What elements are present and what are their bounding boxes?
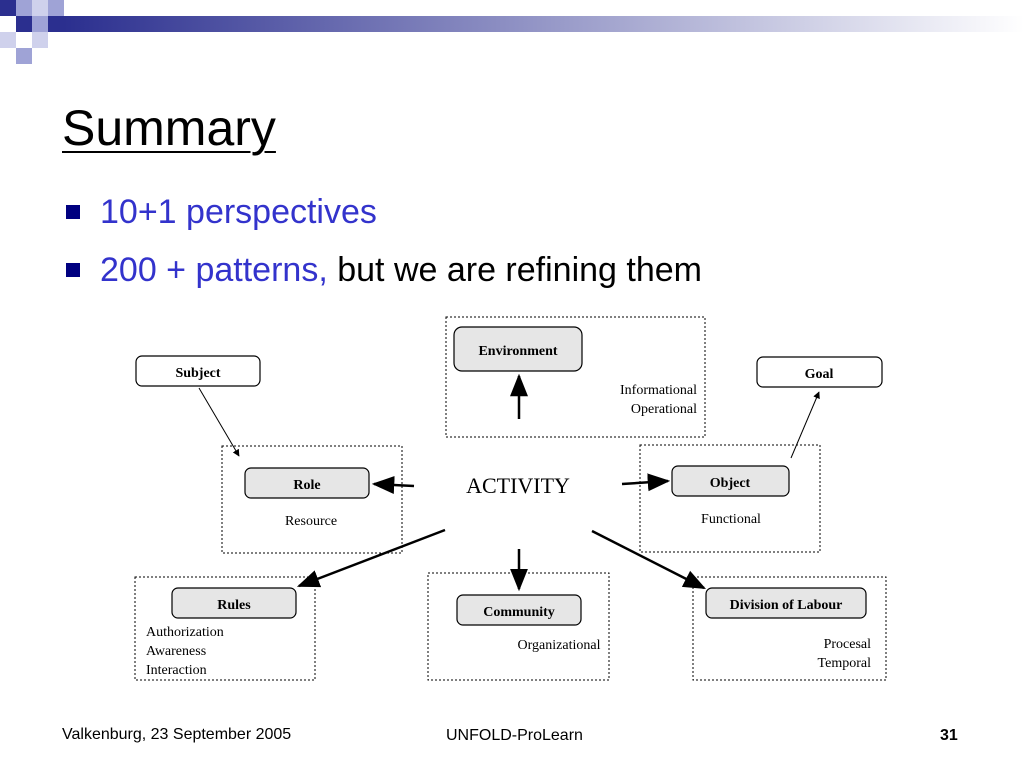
object-box bbox=[671, 465, 790, 497]
object-label: Object bbox=[710, 476, 751, 491]
activity-to-object-arrow bbox=[621, 473, 671, 492]
subject-box bbox=[135, 355, 261, 387]
footer-title: UNFOLD-ProLearn bbox=[446, 727, 583, 744]
role-box bbox=[244, 467, 370, 499]
subject-to-role-arrow bbox=[198, 387, 240, 457]
bullet-2-rest: but we are refining them bbox=[327, 251, 702, 289]
environment-label: Environment bbox=[478, 344, 557, 359]
activity-to-role-arrow bbox=[371, 476, 415, 495]
subject-label: Subject bbox=[175, 366, 220, 381]
community-note: Organizational bbox=[518, 638, 601, 653]
bullet-1-highlight: 10+1 perspectives bbox=[100, 193, 377, 231]
division-note-1: Procesal bbox=[824, 637, 872, 652]
object-frame bbox=[639, 444, 821, 553]
bullet-2-highlight: 200 + patterns, bbox=[100, 251, 328, 289]
bullet-square-icon bbox=[66, 263, 80, 277]
object-to-goal-arrow bbox=[790, 391, 820, 459]
goal-box bbox=[756, 356, 883, 388]
rules-note-3: Interaction bbox=[146, 663, 207, 678]
page-number: 31 bbox=[940, 727, 958, 744]
rules-note-1: Authorization bbox=[146, 625, 224, 640]
activity-label: ACTIVITY bbox=[466, 473, 570, 498]
community-box bbox=[456, 594, 582, 626]
slide-title: Summary bbox=[62, 100, 276, 156]
activity-to-rules-arrow bbox=[296, 528, 446, 588]
activity-to-division-arrow bbox=[591, 529, 707, 590]
environment-note-2: Operational bbox=[631, 402, 697, 417]
role-note: Resource bbox=[285, 514, 337, 529]
rules-box bbox=[171, 587, 297, 619]
community-frame bbox=[427, 572, 610, 681]
environment-frame bbox=[445, 316, 706, 438]
rules-note-2: Awareness bbox=[146, 644, 206, 659]
environment-note-1: Informational bbox=[620, 383, 697, 398]
division-frame bbox=[692, 576, 887, 681]
object-note: Functional bbox=[701, 512, 761, 527]
division-box bbox=[705, 587, 867, 619]
environment-box bbox=[453, 326, 583, 372]
corner-decoration bbox=[0, 0, 1024, 64]
rules-frame bbox=[134, 576, 316, 681]
bullet-square-icon bbox=[66, 205, 80, 219]
goal-label: Goal bbox=[805, 367, 834, 382]
footer-date: Valkenburg, 23 September 2005 bbox=[62, 726, 292, 743]
division-label: Division of Labour bbox=[730, 598, 843, 613]
role-frame bbox=[221, 445, 403, 554]
role-label: Role bbox=[293, 478, 320, 493]
community-label: Community bbox=[483, 605, 555, 620]
division-note-2: Temporal bbox=[818, 656, 872, 671]
rules-label: Rules bbox=[217, 598, 251, 613]
